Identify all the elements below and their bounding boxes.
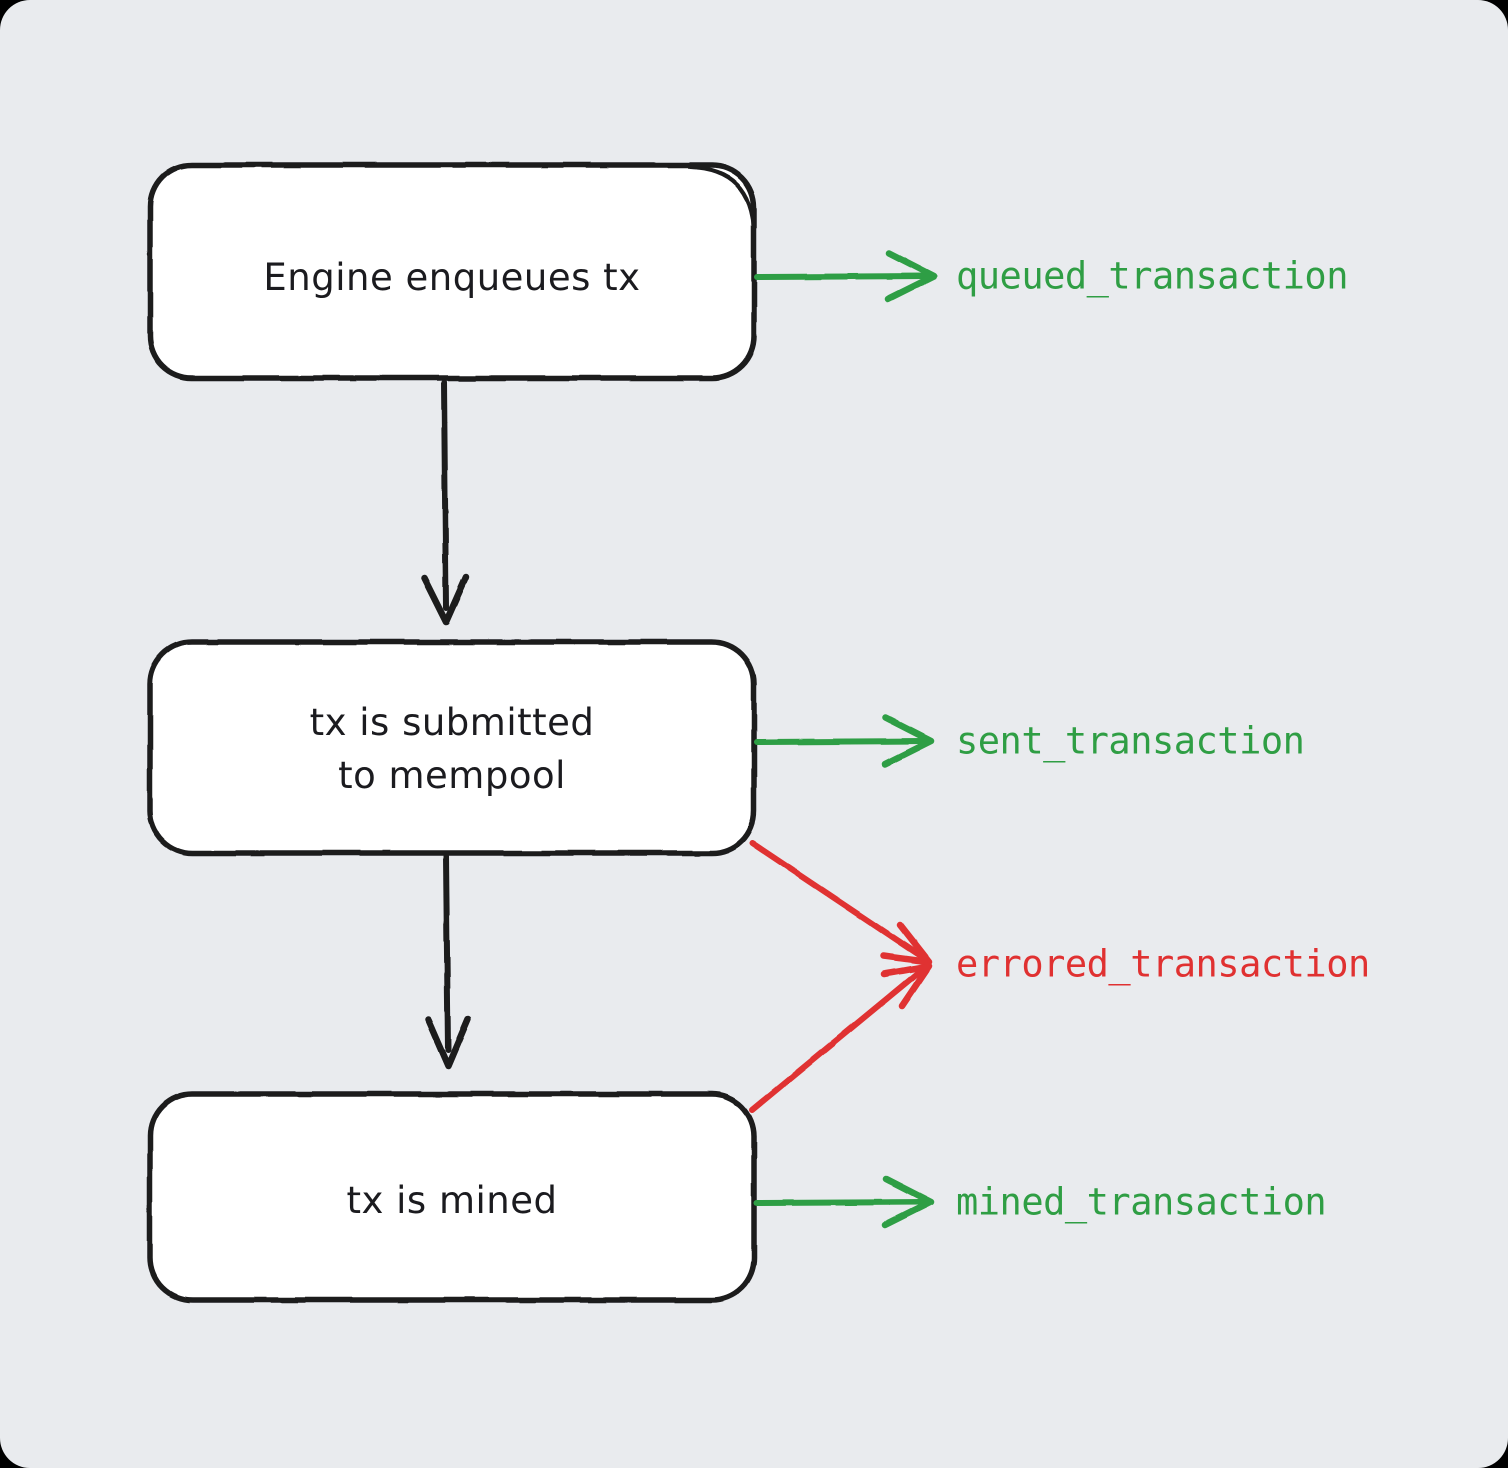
event-label-mined-transaction: mined_transaction — [956, 1181, 1326, 1225]
event-arrow-queued — [754, 249, 938, 303]
flow-arrow-enqueued-to-submitted — [420, 379, 470, 626]
node-enqueued-shape — [147, 162, 757, 381]
event-label-errored-transaction: errored_transaction — [956, 943, 1370, 987]
node-mined-shape — [147, 1091, 757, 1303]
node-enqueued-sketch-stroke — [688, 165, 756, 234]
node-submitted-shape — [147, 639, 757, 856]
node-mined-label: tx is mined — [346, 1179, 557, 1222]
event-arrow-mined — [754, 1175, 935, 1229]
node-submitted[interactable]: tx is submitted to mempool — [147, 639, 757, 856]
flow-arrow-submitted-to-mined — [424, 853, 472, 1070]
event-arrow-errored-from-submitted — [749, 840, 933, 966]
event-arrow-errored-from-mined — [749, 962, 933, 1113]
event-label-queued-transaction: queued_transaction — [956, 255, 1348, 299]
node-mined[interactable]: tx is mined — [147, 1091, 757, 1303]
event-label-sent-transaction: sent_transaction — [956, 720, 1304, 764]
node-submitted-label-line1: tx is submitted — [310, 701, 595, 744]
node-enqueued[interactable]: Engine enqueues tx — [147, 162, 757, 381]
event-arrow-sent — [754, 714, 935, 768]
node-submitted-label-line2: to mempool — [338, 754, 566, 797]
node-enqueued-label: Engine enqueues tx — [263, 256, 640, 299]
